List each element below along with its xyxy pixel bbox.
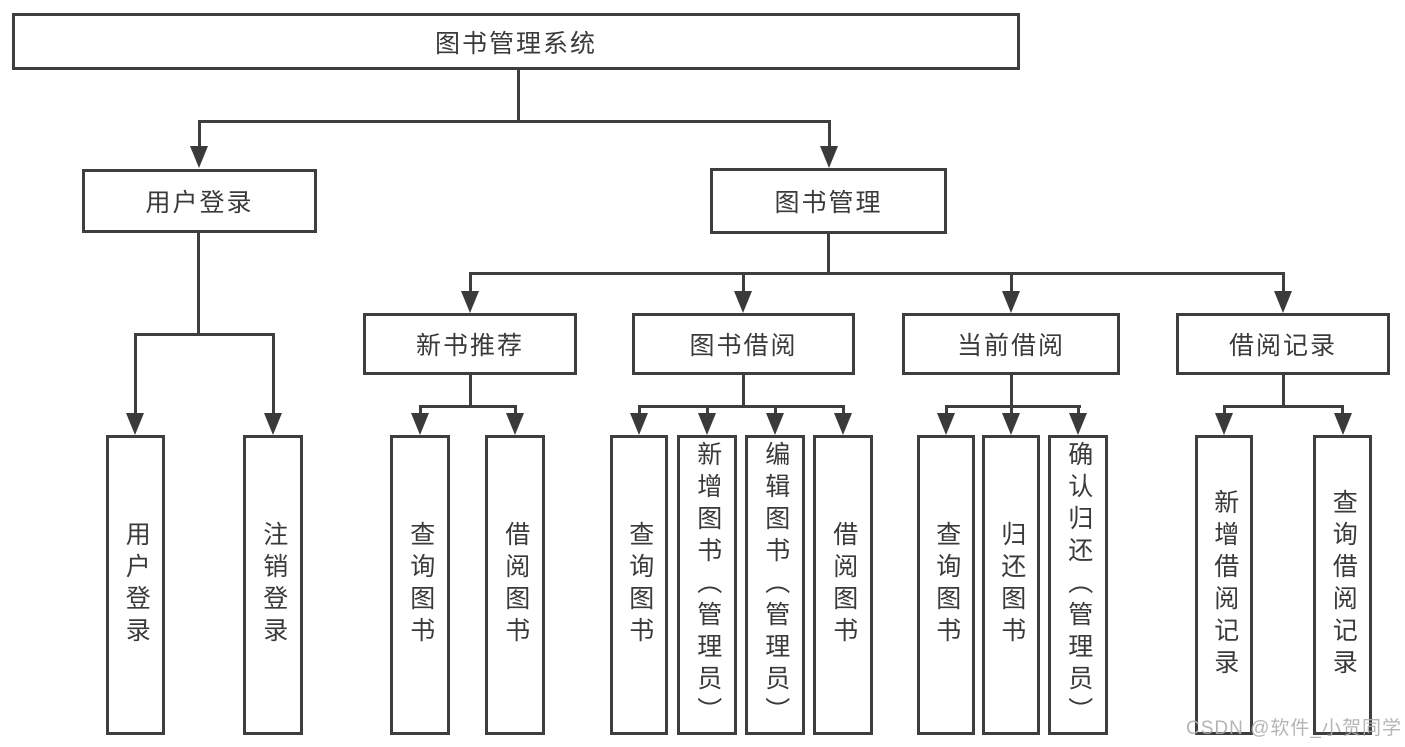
connector-drop [1281, 272, 1285, 293]
connector-new-book-rail [418, 405, 517, 408]
connector-root-stub [517, 70, 520, 122]
leaf-return-books: 归还图书 [982, 435, 1040, 735]
arrow-down-icon [1333, 413, 1352, 435]
connector-drop [705, 405, 709, 417]
leaf-query-books-a: 查询图书 [390, 435, 450, 735]
node-book-management: 图书管理 [710, 168, 947, 234]
node-new-book-recommendation: 新书推荐 [363, 313, 577, 375]
arrow-down-icon [461, 291, 479, 313]
connector-book-borrow-stub [741, 375, 745, 408]
leaf-query-books-c: 查询图书 [917, 435, 975, 735]
connector-drop [133, 333, 137, 415]
arrow-down-icon [126, 413, 144, 435]
connector-user-login-stub [197, 233, 200, 335]
node-label: 借阅图书 [501, 521, 530, 649]
connector-borrow-records-rail [1222, 405, 1344, 408]
connector-drop [944, 405, 948, 417]
leaf-add-borrow-record: 新增借阅记录 [1195, 435, 1253, 735]
node-label: 当前借阅 [956, 332, 1065, 360]
arrow-down-icon [1215, 413, 1233, 435]
node-label: 借阅记录 [1228, 332, 1337, 360]
connector-drop [513, 405, 517, 417]
node-label: 注销登录 [259, 521, 288, 649]
leaf-confirm-return-admin: 确认归还（管理员） [1048, 435, 1108, 735]
node-label: 编辑图书（管理员） [761, 441, 790, 729]
node-label: 归还图书 [997, 521, 1026, 649]
connector-borrow-records-stub [1281, 375, 1285, 408]
node-label: 用户登录 [145, 189, 254, 217]
arrow-down-icon [264, 413, 282, 435]
arrow-down-icon [411, 413, 429, 435]
node-book-borrowing: 图书借阅 [632, 313, 855, 375]
node-label: 借阅图书 [829, 521, 858, 649]
node-label: 查询图书 [932, 521, 961, 649]
connector-book-mgmt-stub [827, 234, 830, 274]
connector-drop [827, 120, 831, 148]
node-label: 图书管理系统 [434, 29, 597, 58]
connector-level3-rail [468, 272, 1285, 275]
connector-drop [197, 120, 201, 148]
connector-drop [1222, 405, 1226, 417]
connector-current-borrow-rail [944, 405, 1081, 408]
connector-drop [637, 405, 641, 417]
connector-drop [1009, 405, 1013, 417]
connector-drop [841, 405, 845, 417]
node-label: 新书推荐 [415, 332, 524, 360]
arrow-down-icon [820, 146, 838, 168]
connector-current-borrow-stub [1009, 375, 1013, 408]
arrow-down-icon [937, 413, 955, 435]
node-borrowing-records: 借阅记录 [1176, 313, 1390, 375]
node-label: 查询图书 [406, 521, 435, 649]
connector-drop [1076, 405, 1080, 417]
node-label: 查询图书 [625, 521, 654, 649]
arrow-down-icon [734, 291, 752, 313]
node-label: 用户登录 [122, 521, 151, 649]
arrow-down-icon [1274, 291, 1292, 313]
csdn-watermark: CSDN @软件_小贺同学 [1186, 718, 1402, 739]
node-label: 新增借阅记录 [1210, 489, 1239, 681]
leaf-query-borrow-record: 查询借阅记录 [1313, 435, 1372, 735]
arrow-down-icon [766, 413, 784, 435]
connector-drop [741, 272, 745, 293]
arrow-down-icon [630, 413, 648, 435]
arrow-down-icon [1002, 291, 1020, 313]
arrow-down-icon [190, 146, 208, 168]
leaf-query-books-b: 查询图书 [610, 435, 668, 735]
connector-user-login-rail [133, 333, 275, 336]
node-library-management-system: 图书管理系统 [12, 13, 1020, 70]
node-label: 新增图书（管理员） [693, 441, 722, 729]
arrow-down-icon [698, 413, 716, 435]
leaf-logout: 注销登录 [243, 435, 303, 735]
arrow-down-icon [506, 413, 524, 435]
connector-book-borrow-rail [637, 405, 845, 408]
leaf-add-books-admin: 新增图书（管理员） [677, 435, 737, 735]
node-label: 图书借阅 [689, 332, 798, 360]
node-label: 图书管理 [774, 189, 883, 217]
connector-new-book-stub [468, 375, 472, 408]
connector-drop [271, 333, 275, 415]
arrow-down-icon [834, 413, 852, 435]
connector-drop [468, 272, 472, 293]
leaf-user-login: 用户登录 [106, 435, 165, 735]
node-current-borrowing: 当前借阅 [902, 313, 1120, 375]
leaf-edit-books-admin: 编辑图书（管理员） [745, 435, 805, 735]
connector-drop [773, 405, 777, 417]
leaf-borrow-books-a: 借阅图书 [485, 435, 545, 735]
arrow-down-icon [1002, 413, 1020, 435]
arrow-down-icon [1069, 413, 1087, 435]
connector-drop [418, 405, 422, 417]
connector-drop [1009, 272, 1013, 293]
node-label: 查询借阅记录 [1329, 489, 1358, 681]
connector-level2-rail [197, 120, 831, 123]
connector-drop [1341, 405, 1344, 417]
node-user-login: 用户登录 [82, 169, 317, 233]
leaf-borrow-books-b: 借阅图书 [813, 435, 873, 735]
node-label: 确认归还（管理员） [1064, 441, 1093, 729]
